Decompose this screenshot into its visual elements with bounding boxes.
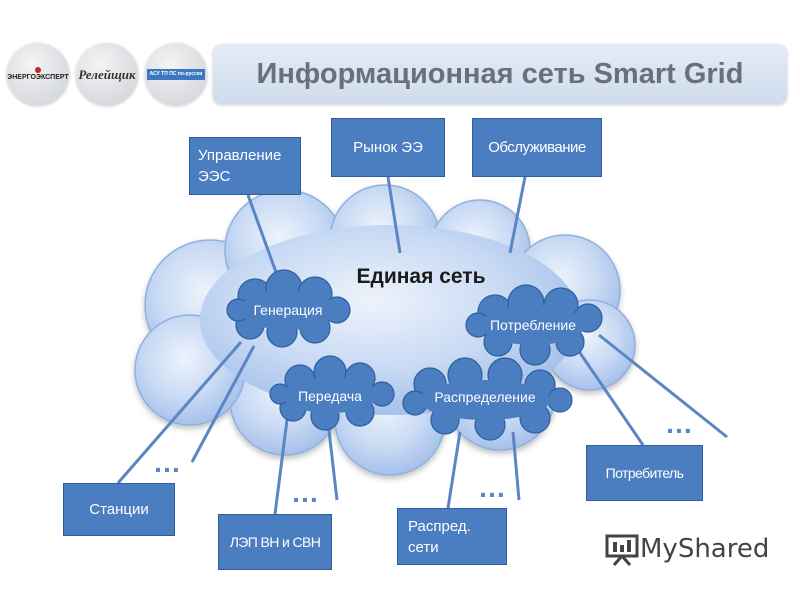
node-transmission: Передача xyxy=(269,355,395,431)
node-generation-label: Генерация xyxy=(254,302,323,318)
box-management-line2: ЭЭС xyxy=(198,168,231,185)
logo-energoexpert-text: ЭНЕРГОЭКСПЕРТ xyxy=(7,67,69,81)
ellipsis-lines: … xyxy=(291,477,319,508)
node-distribution-label: Распределение xyxy=(434,389,536,405)
node-generation: Генерация xyxy=(226,269,351,348)
node-distribution: Распределение xyxy=(402,357,573,441)
connector-management xyxy=(246,194,279,276)
node-consumption-label: Потребление xyxy=(490,317,576,333)
box-lines-label: ЛЭП ВН и СВН xyxy=(229,534,321,550)
watermark: MyShared xyxy=(604,532,769,566)
box-distribution-line1: Распред. xyxy=(408,517,471,535)
ellipsis-consumer: … xyxy=(665,408,693,439)
page-title: Информационная сеть Smart Grid xyxy=(256,57,744,90)
connector-service xyxy=(508,176,527,254)
connector-lines xyxy=(116,176,728,515)
logo-releyshik-text: Релейщик xyxy=(78,66,136,82)
box-stations-label: Станции xyxy=(89,501,149,518)
logo-asutp-text: АСУ ТП ПС по-русски xyxy=(146,68,206,80)
box-lines: ЛЭП ВН и СВН xyxy=(218,514,332,570)
box-market-label: Рынок ЭЭ xyxy=(353,139,423,156)
connector-market xyxy=(386,176,402,254)
box-distribution-line2: сети xyxy=(408,538,439,556)
box-management: Управление ЭЭС xyxy=(189,137,301,195)
box-consumer: Потребитель xyxy=(586,445,703,501)
logo-asutp: АСУ ТП ПС по-русски xyxy=(145,43,207,105)
box-stations: Станции xyxy=(63,483,175,536)
connector-lines-vn xyxy=(273,419,289,515)
connector-trans-extra xyxy=(326,421,339,501)
logo-energoexpert: ЭНЕРГОЭКСПЕРТ xyxy=(7,43,69,105)
ellipsis-stations: … xyxy=(153,447,181,478)
node-transmission-label: Передача xyxy=(298,388,362,404)
box-service: Обслуживание xyxy=(472,118,602,177)
presentation-icon xyxy=(605,534,639,566)
center-label: Единая сеть xyxy=(357,265,486,288)
box-distribution-networks: Распред. сети xyxy=(397,508,507,565)
title-bar: Информационная сеть Smart Grid xyxy=(213,44,787,104)
box-management-line1: Управление xyxy=(198,147,282,164)
connector-cons-extra xyxy=(598,333,728,439)
box-market: Рынок ЭЭ xyxy=(331,118,445,177)
connector-distribution xyxy=(446,431,462,509)
connector-stations xyxy=(116,341,243,484)
ellipsis-distribution: … xyxy=(478,472,506,503)
connector-consumer xyxy=(576,349,645,446)
node-consumption: Потребление xyxy=(465,284,603,366)
connector-gen-extra xyxy=(190,345,256,463)
logo-releyshik: Релейщик xyxy=(76,43,138,105)
box-consumer-label: Потребитель xyxy=(605,465,684,481)
connector-dist-extra xyxy=(511,431,521,501)
watermark-text: MyShared xyxy=(640,534,770,564)
box-service-label: Обслуживание xyxy=(488,139,586,156)
